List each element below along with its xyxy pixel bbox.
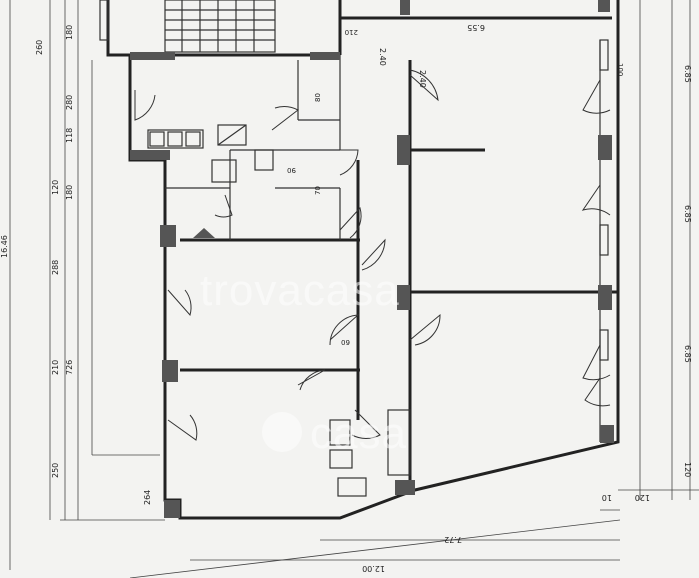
door-label-2: 80 [314, 93, 322, 102]
door-labels: 210 80 70 90 60 100 [287, 28, 624, 346]
wall-piers [130, 0, 614, 518]
dim-left-8: 210 [51, 360, 60, 375]
dim-right-3: 6.85 [683, 345, 692, 363]
dim-top-2: 2.40 [378, 48, 387, 66]
door-label-1: 210 [345, 28, 358, 36]
dim-left-2: 180 [65, 25, 74, 40]
door-label-3: 70 [314, 186, 322, 195]
dim-left-3: 280 [65, 95, 74, 110]
watermark-brand: trovacasa [200, 266, 400, 315]
dim-left-10: 250 [51, 463, 60, 478]
dim-right-1: 6.85 [683, 65, 692, 83]
dim-bottom-4: 120 [635, 493, 650, 502]
dim-top-1: 6.55 [467, 23, 485, 32]
dim-left-9: 726 [65, 360, 74, 375]
dim-bottom-2: 12.00 [362, 564, 385, 573]
right-dimension-lines [129, 0, 699, 578]
dimension-texts: 260 180 280 118 120 180 288 210 726 250 … [0, 23, 692, 573]
kitchen-fixtures [147, 124, 274, 183]
doors [134, 69, 611, 441]
door-label-6: 100 [616, 63, 624, 76]
stair-block [164, 0, 276, 53]
watermark: trovacasa casa [200, 266, 407, 458]
windows [99, 0, 609, 361]
dim-left-4: 118 [65, 128, 74, 143]
dim-left-11: 264 [143, 490, 152, 505]
dim-top-3: 2.40 [418, 70, 427, 88]
dim-left-6: 180 [65, 185, 74, 200]
bathroom-fixtures [193, 228, 411, 497]
dim-bottom-1: 7.72 [444, 535, 462, 544]
dim-overall-left: 16.46 [0, 235, 9, 258]
dim-left-1: 260 [35, 40, 44, 55]
door-label-4: 90 [287, 166, 296, 174]
watermark-secondary: casa [310, 409, 407, 458]
door-label-5: 60 [341, 338, 350, 346]
dim-right-2: 6.85 [683, 205, 692, 223]
dim-bottom-3: 10 [602, 493, 612, 502]
dim-left-5: 120 [51, 180, 60, 195]
watermark-logo-icon [262, 412, 302, 452]
dim-right-4: 120 [683, 462, 692, 477]
dim-left-7: 288 [51, 260, 60, 275]
left-dimension-lines [9, 0, 165, 570]
